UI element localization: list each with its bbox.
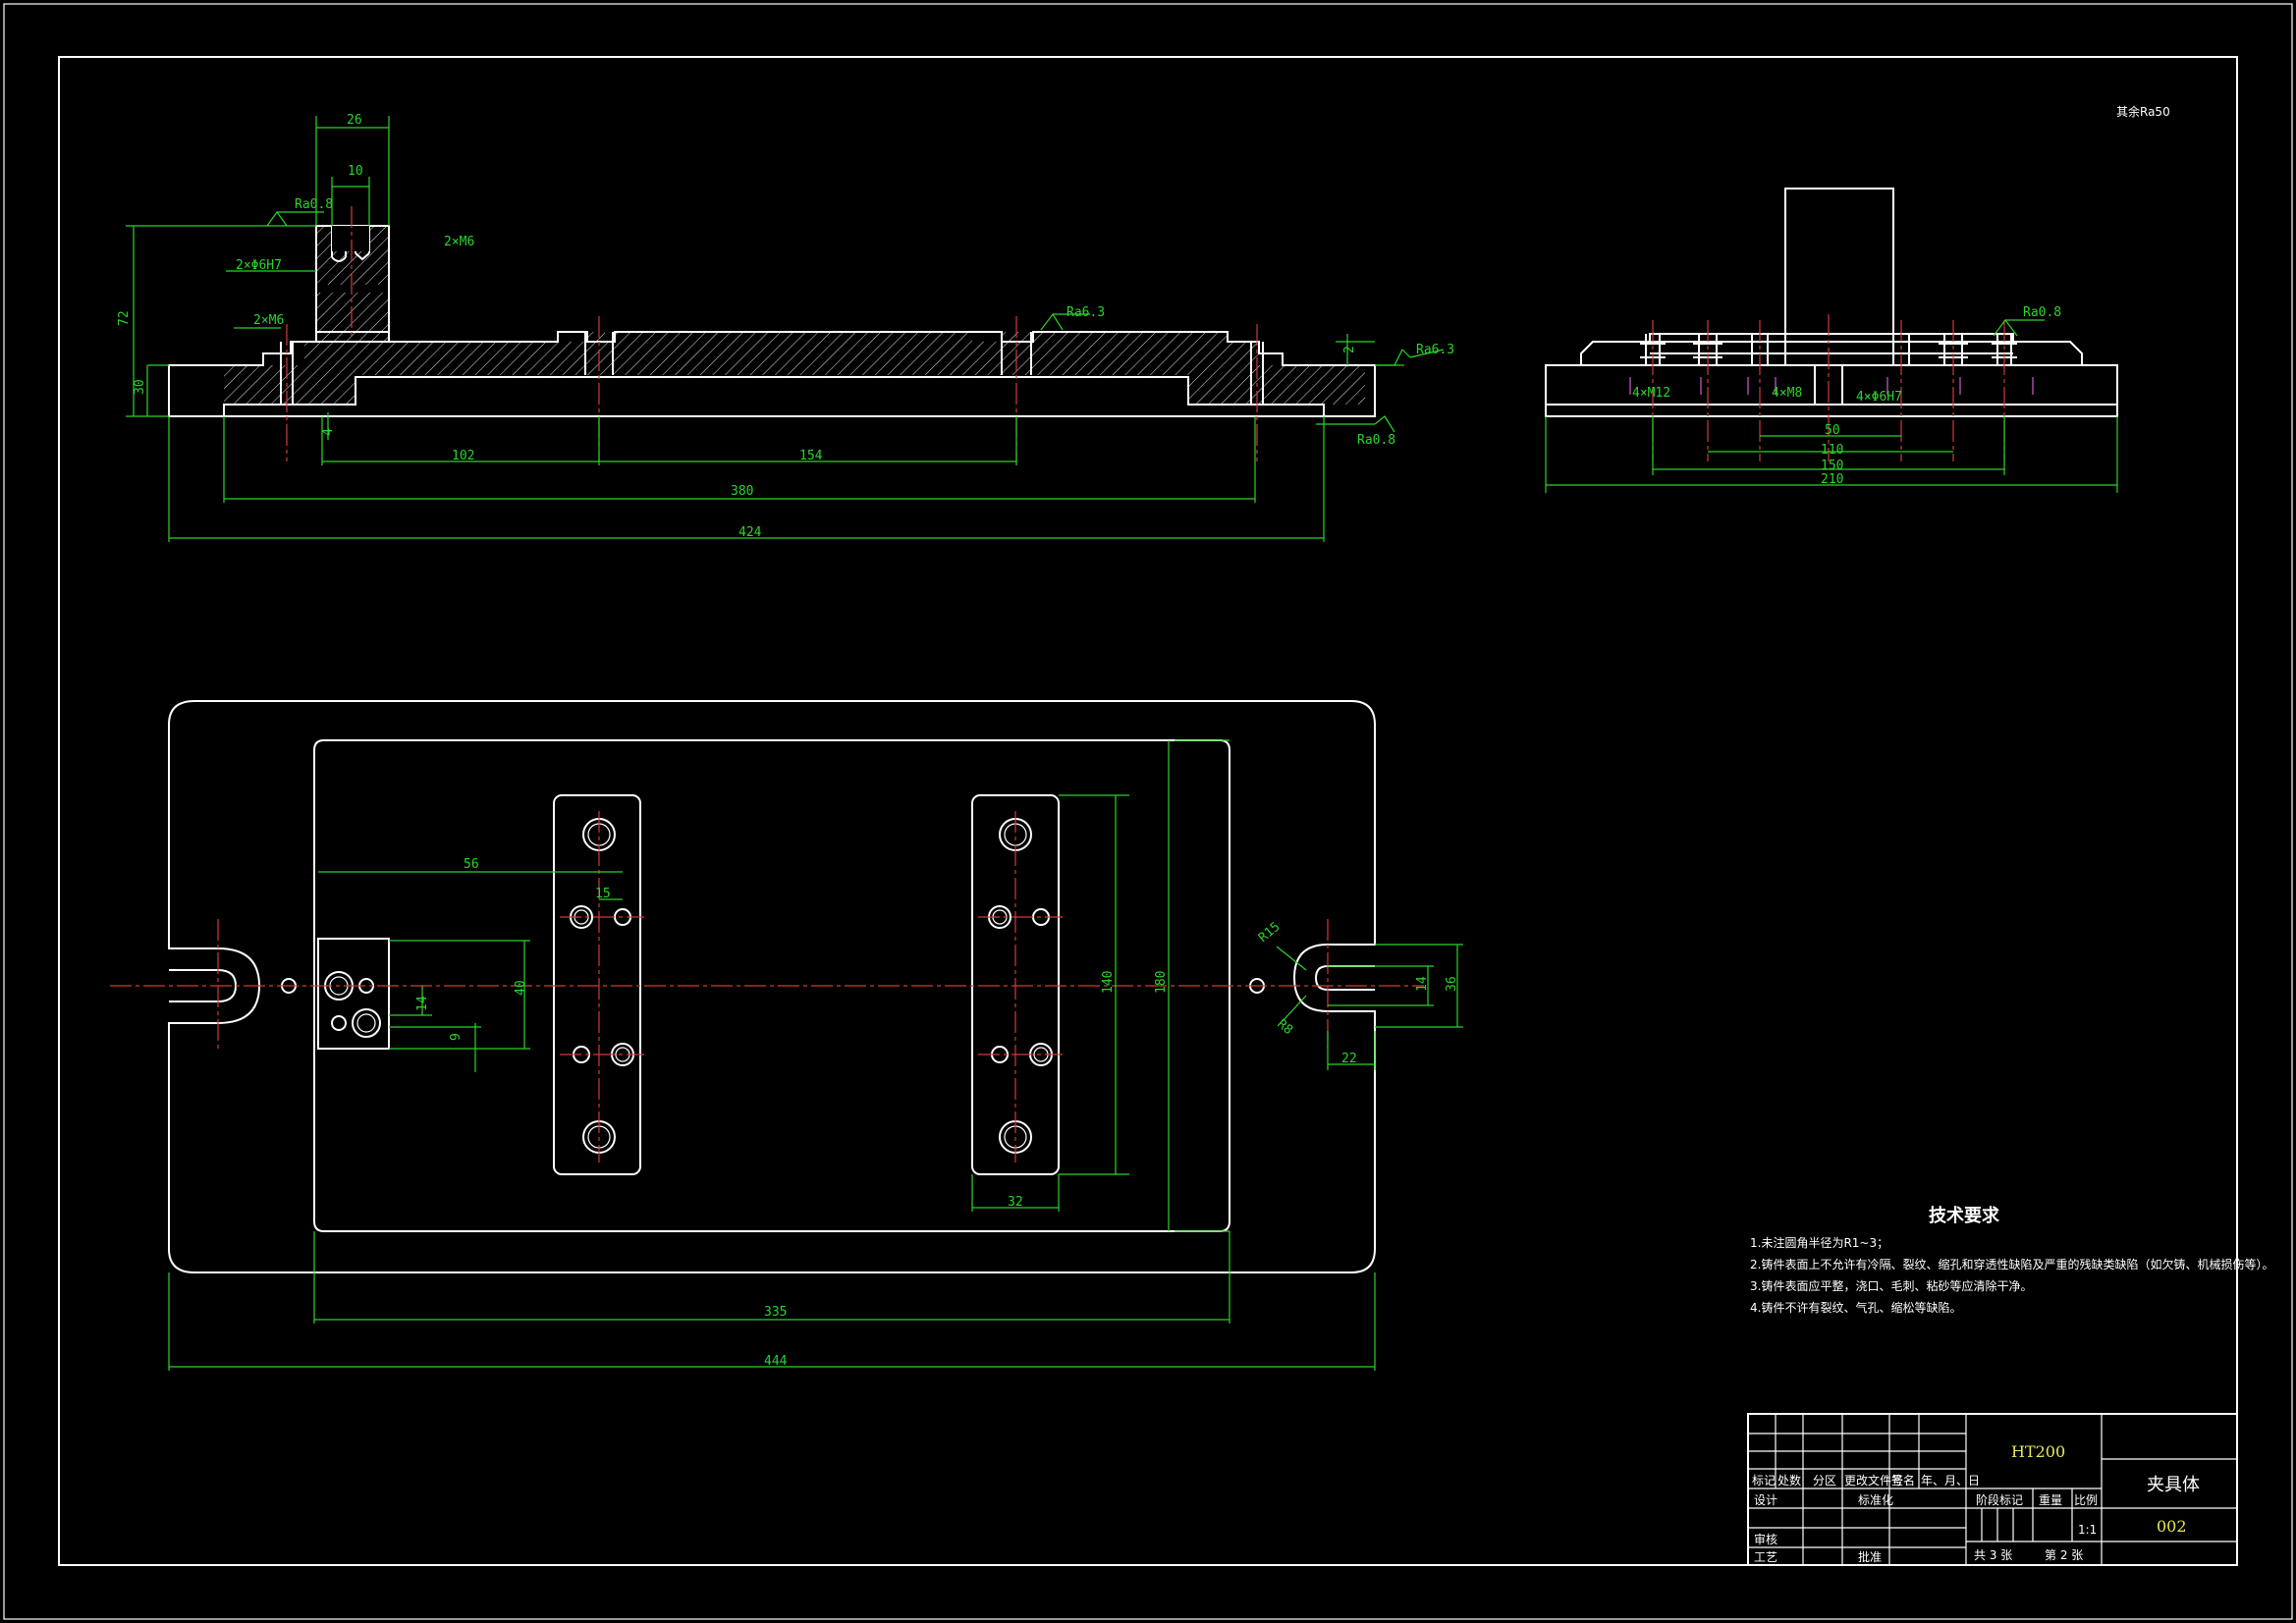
dim-154: 154 [799, 449, 823, 463]
tb-design: 设计 [1754, 1493, 1777, 1507]
side-dim-4xm8: 4×M8 [1772, 386, 1802, 401]
technical-requirements: 技术要求 1.未注圆角半径为R1~3； 2.铸件表面上不允许有冷隔、裂纹、缩孔和… [1750, 1205, 2273, 1315]
dim-10: 10 [348, 164, 363, 179]
tb-date: 年、月、日 [1921, 1474, 1980, 1488]
side-thread-marks [1629, 377, 2034, 395]
roughness-ra08-bottom: Ra0.8 [1357, 433, 1395, 448]
top-block-hole-small-2 [331, 1015, 347, 1031]
tech-item-1: 1.未注圆角半径为R1~3； [1750, 1235, 1888, 1250]
front-section-hatch [224, 293, 1365, 405]
tech-item-3: 3.铸件表面应平整，浇口、毛刺、粘砂等应清除干净。 [1750, 1278, 2032, 1293]
side-dimension-lines [1545, 319, 2118, 493]
top-dim-r8: R8 [1274, 1017, 1295, 1039]
side-roughness-ra08: Ra0.8 [2023, 305, 2061, 320]
side-dim-110: 110 [1821, 443, 1843, 458]
front-section-view: 26 10 2×Φ6H7 2×M6 2×M6 72 30 4 2 102 154… [117, 113, 1454, 542]
front-boss-hole-void [332, 226, 369, 251]
top-dim-22: 22 [1341, 1052, 1357, 1066]
top-dim-36: 36 [1445, 976, 1459, 992]
side-dim-150: 150 [1821, 459, 1843, 473]
front-recess [223, 376, 1325, 416]
title-block: 标记 处数 分区 更改文件号 签名 年、月、日 设计 标准化 审核 工艺 批准 … [1747, 1413, 2238, 1566]
top-view: 56 15 40 14 9 140 180 32 R15 R8 14 36 22… [110, 700, 1463, 1371]
front-dimension-lines [126, 116, 1445, 542]
top-right-u-slot-inner [1314, 965, 1375, 991]
inner-drawing-frame [58, 56, 2238, 1566]
dim-4: 4 [321, 428, 336, 436]
tb-standardize: 标准化 [1858, 1493, 1893, 1507]
dim-2xm6-left: 2×M6 [253, 313, 284, 328]
front-hole-mid2 [1001, 332, 1032, 375]
top-rail-right [971, 794, 1060, 1175]
side-top-rail [1581, 341, 2082, 366]
top-dim-14: 14 [415, 996, 430, 1011]
tb-process: 工艺 [1754, 1550, 1777, 1564]
dim-2xphi6h7: 2×Φ6H7 [236, 258, 282, 273]
front-hole-mid1 [584, 332, 614, 375]
dim-2: 2 [1342, 346, 1357, 353]
side-view: 4×M12 4×M8 4×Φ6H7 50 110 150 210 Ra0.8 [1545, 188, 2118, 493]
top-block-hole-large-2 [352, 1008, 381, 1038]
top-dim-14-slot: 14 [1415, 976, 1430, 992]
dim-30: 30 [133, 379, 147, 395]
top-dim-9: 9 [449, 1033, 464, 1041]
top-dim-180: 180 [1154, 971, 1169, 994]
tech-title: 技术要求 [1929, 1205, 2000, 1226]
dim-102: 102 [452, 449, 474, 463]
top-rail-left [553, 794, 641, 1175]
front-hole-left [280, 342, 294, 405]
side-dim-4xm12: 4×M12 [1632, 386, 1670, 401]
tb-scale: 比例 [2074, 1493, 2098, 1507]
outer-sheet-border [3, 3, 2293, 1620]
tb-drawing-no: 002 [2157, 1517, 2187, 1536]
side-holes [1640, 334, 2017, 405]
tb-material: HT200 [2011, 1442, 2065, 1461]
dim-424: 424 [738, 525, 762, 540]
top-locating-block [317, 938, 390, 1050]
top-dim-15: 15 [595, 887, 611, 901]
tb-scale-value: 1:1 [2078, 1523, 2097, 1537]
top-dim-32: 32 [1008, 1195, 1023, 1210]
tb-part-name: 夹具体 [2147, 1475, 2200, 1495]
roughness-ra63-top: Ra6.3 [1066, 305, 1105, 320]
dim-72: 72 [117, 310, 132, 326]
side-dim-210: 210 [1821, 472, 1843, 487]
tb-count: 处数 [1777, 1473, 1801, 1488]
tb-stage-mark: 阶段标记 [1976, 1492, 2023, 1507]
top-dim-56: 56 [464, 857, 479, 872]
top-dimension-lines [168, 739, 1463, 1371]
tb-mark: 标记 [1752, 1474, 1776, 1488]
tb-approve: 批准 [1858, 1549, 1882, 1564]
side-dim-50: 50 [1825, 423, 1840, 438]
tb-sheet-no: 第 2 张 [2045, 1548, 2083, 1562]
side-upright-block [1784, 188, 1894, 366]
front-hole-right [1250, 342, 1264, 405]
tb-review: 审核 [1754, 1532, 1777, 1546]
dim-380: 380 [731, 484, 753, 499]
dim-2xm6-right: 2×M6 [444, 235, 474, 249]
front-outline [168, 331, 1376, 417]
dim-26: 26 [347, 113, 362, 128]
tb-zone: 分区 [1813, 1474, 1836, 1488]
top-centerlines [110, 811, 1424, 1163]
top-dim-444: 444 [764, 1354, 788, 1369]
top-dim-r15: R15 [1256, 919, 1284, 946]
tb-sheet-total: 共 3 张 [1974, 1548, 2012, 1562]
general-roughness-note: 其余Ra50 [2116, 104, 2170, 119]
tb-change-doc: 更改文件号 [1844, 1473, 1903, 1488]
side-dim-4xphi6h7: 4×Φ6H7 [1856, 390, 1902, 405]
top-base-outline [168, 700, 1376, 1273]
side-centerlines [1652, 314, 2005, 461]
top-dim-40: 40 [514, 980, 528, 996]
tb-sign: 签名 [1891, 1473, 1915, 1488]
top-block-hole-large-2-inner [356, 1013, 376, 1033]
tech-item-2: 2.铸件表面上不允许有冷隔、裂纹、缩孔和穿透性缺陷及严重的残缺类缺陷（如欠铸、机… [1750, 1257, 2273, 1271]
tb-weight: 重量 [2039, 1493, 2062, 1507]
top-dim-335: 335 [764, 1305, 787, 1320]
roughness-ra63-right: Ra6.3 [1416, 343, 1454, 357]
top-dim-140: 140 [1101, 971, 1116, 994]
roughness-ra08-boss: Ra0.8 [295, 197, 333, 212]
tech-item-4: 4.铸件不许有裂纹、气孔、缩松等缺陷。 [1750, 1300, 1961, 1315]
